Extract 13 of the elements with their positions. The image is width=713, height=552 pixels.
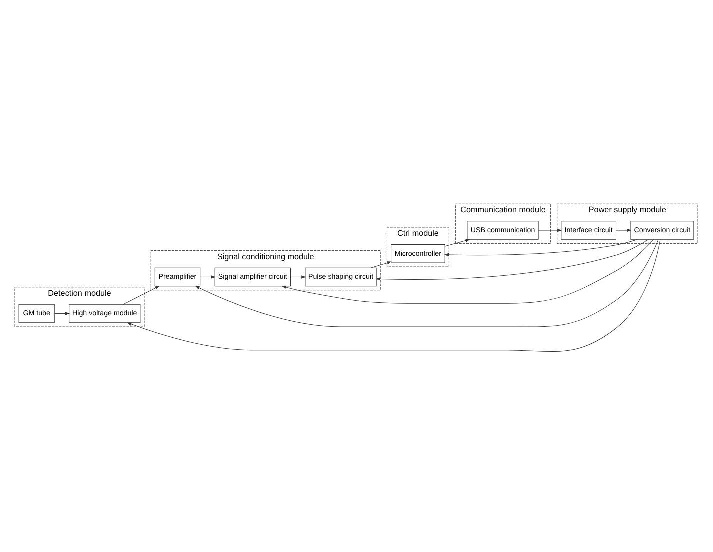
arrow (444, 239, 470, 247)
arrow (195, 240, 659, 328)
arrow (444, 239, 638, 257)
arrow (290, 276, 306, 279)
arrow (54, 312, 70, 316)
arrow (376, 239, 649, 281)
arrow (371, 262, 392, 268)
arrow (127, 239, 661, 352)
arrow (200, 276, 216, 279)
arrow (282, 239, 654, 304)
arrow (616, 228, 632, 232)
arrow (538, 228, 562, 232)
arrow (123, 286, 160, 305)
